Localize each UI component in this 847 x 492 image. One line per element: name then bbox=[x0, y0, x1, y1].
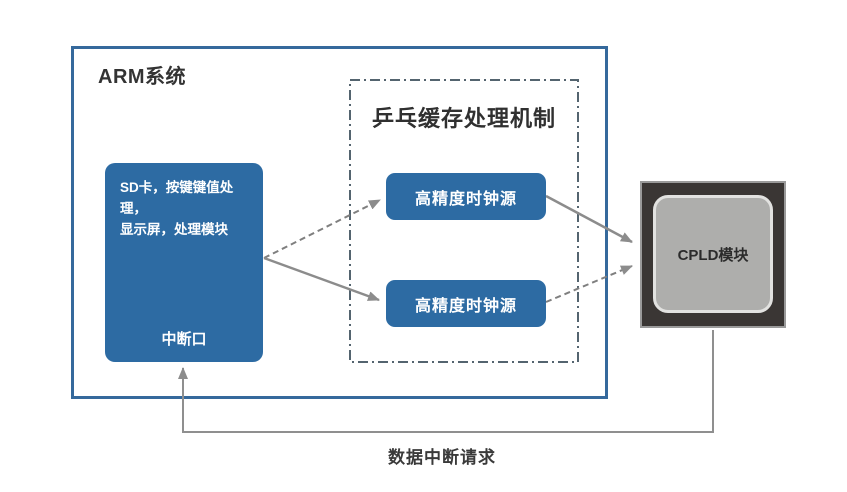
arm-module-desc-line2: 显示屏，处理模块 bbox=[120, 221, 228, 237]
arm-module-description: SD卡，按键键值处理， 显示屏，处理模块 bbox=[105, 163, 263, 241]
arm-module-box: SD卡，按键键值处理， 显示屏，处理模块 中断口 bbox=[105, 163, 263, 362]
cpld-chip: CPLD模块 bbox=[640, 181, 786, 328]
cpld-label: CPLD模块 bbox=[677, 246, 749, 264]
cpld-die: CPLD模块 bbox=[653, 195, 773, 313]
arm-module-desc-line1: SD卡，按键键值处理， bbox=[120, 180, 234, 216]
clock-source-2-box: 高精度时钟源 bbox=[386, 280, 546, 327]
clock-source-1-box: 高精度时钟源 bbox=[386, 173, 546, 220]
data-interrupt-request-label: 数据中断请求 bbox=[388, 448, 496, 467]
arm-system-title: ARM系统 bbox=[98, 66, 187, 88]
pingpong-section-title: 乒乓缓存处理机制 bbox=[371, 106, 556, 131]
interrupt-port-label: 中断口 bbox=[161, 331, 207, 348]
